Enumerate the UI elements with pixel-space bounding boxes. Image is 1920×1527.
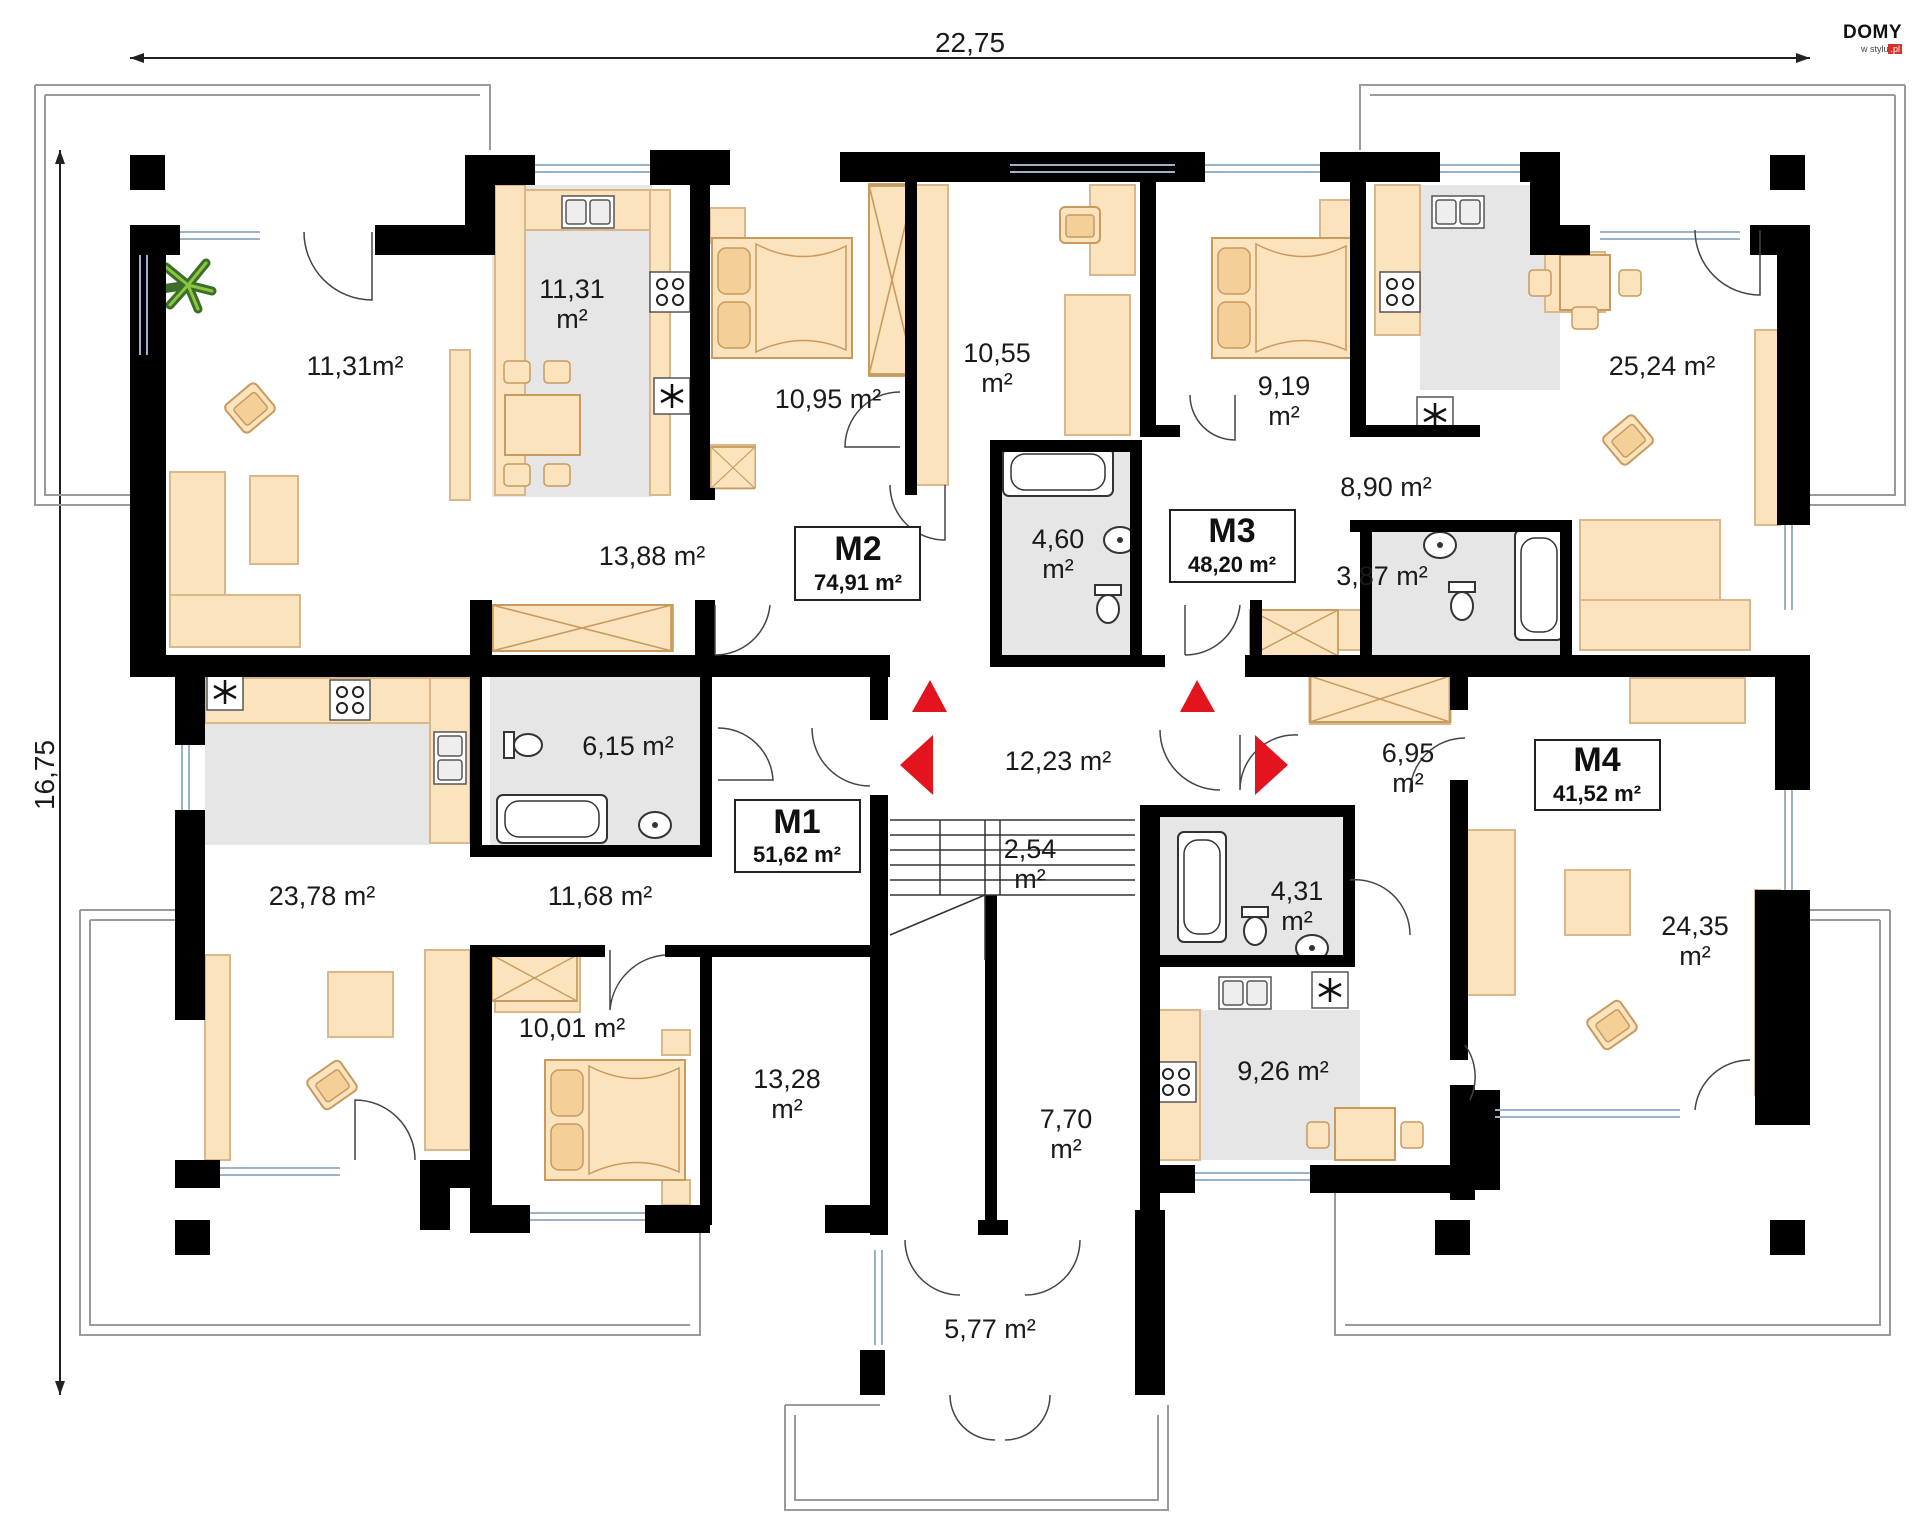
logo-subtext: w stylu.pl <box>1843 44 1902 54</box>
width-dimension-label: 22,75 <box>935 27 1005 58</box>
dining-sets <box>222 206 1656 1161</box>
terraces <box>34 84 1906 1511</box>
room-area: 10,95 m² <box>775 384 882 414</box>
apartment-name: M1 <box>773 803 820 841</box>
stove-icon <box>1155 1061 1197 1103</box>
room-area: 13,88 m² <box>599 541 706 571</box>
room-area: 3,87 m² <box>1336 561 1428 591</box>
apartment-label-m4: M4 41,52 m² <box>1534 739 1661 811</box>
apartment-area: 74,91 m² <box>814 570 902 595</box>
apartment-area: 48,20 m² <box>1188 552 1276 577</box>
apartment-label-m3: M3 48,20 m² <box>1169 509 1296 583</box>
room-area: 23,78 m² <box>269 881 376 911</box>
room-unit: m² <box>1679 941 1710 971</box>
room-unit: m² <box>556 304 587 334</box>
room-area: 6,15 m² <box>582 731 674 761</box>
plant-icon <box>157 258 217 314</box>
room-labels: 11,31m² 11,31 m² 10,95 m² 10,55 m² 9,19 … <box>269 274 1729 1344</box>
sink-icon <box>561 195 615 229</box>
room-unit: m² <box>771 1094 802 1124</box>
apartment-name: M2 <box>834 530 881 568</box>
room-area: 13,28 <box>753 1064 821 1094</box>
room-area: 10,55 <box>963 338 1031 368</box>
arrow-icon <box>1255 735 1288 795</box>
room-area: 4,60 <box>1032 524 1085 554</box>
room-unit: m² <box>981 368 1012 398</box>
apartment-label-m1: M1 51,62 m² <box>734 799 861 873</box>
sink-icon <box>433 731 467 785</box>
sink-icon <box>1218 976 1272 1010</box>
sink-icon <box>1431 195 1485 229</box>
apartment-name: M3 <box>1208 512 1255 550</box>
room-unit: m² <box>1392 768 1423 798</box>
room-area: 5,77 m² <box>944 1314 1036 1344</box>
stove-icon <box>649 271 691 313</box>
depth-dimension: 16,75 <box>29 150 65 1395</box>
stove-icon <box>329 679 371 721</box>
snowflake-icon <box>652 376 692 416</box>
room-unit: m² <box>1268 401 1299 431</box>
room-area: 11,31m² <box>306 351 403 381</box>
apartment-name: M4 <box>1573 741 1620 779</box>
room-area: 12,23 m² <box>1005 746 1112 776</box>
room-unit: m² <box>1050 1134 1081 1164</box>
apartment-label-m2: M2 74,91 m² <box>794 526 921 601</box>
room-area: 9,19 <box>1258 371 1311 401</box>
logo-text: DOMY <box>1843 22 1902 43</box>
room-area: 7,70 <box>1040 1104 1093 1134</box>
brand-logo: DOMY w stylu.pl <box>1843 22 1902 54</box>
room-area: 8,90 m² <box>1340 472 1432 502</box>
logo-tld: .pl <box>1888 44 1902 54</box>
room-unit: m² <box>1281 906 1312 936</box>
apartment-area: 41,52 m² <box>1553 781 1641 806</box>
room-area: 11,31 <box>539 274 605 304</box>
snowflake-icon <box>205 672 245 712</box>
width-dimension: 22,75 <box>130 27 1810 63</box>
room-area: 10,01 m² <box>519 1013 626 1043</box>
room-unit: m² <box>1042 554 1073 584</box>
logo-sub: w stylu <box>1860 44 1889 54</box>
stove-icon <box>1379 271 1421 313</box>
apartment-area: 51,62 m² <box>753 842 841 867</box>
room-area: 4,31 <box>1271 876 1324 906</box>
snowflake-icon <box>1310 970 1350 1010</box>
windows <box>139 164 1793 1345</box>
room-area: 25,24 m² <box>1609 351 1716 381</box>
room-area: 2,54 <box>1004 834 1057 864</box>
walls <box>130 150 1810 1395</box>
depth-dimension-label: 16,75 <box>29 740 60 810</box>
arrow-icon <box>900 735 933 795</box>
room-area: 11,68 m² <box>548 881 653 911</box>
staircase <box>889 819 1135 960</box>
room-area: 9,26 m² <box>1237 1056 1329 1086</box>
arrow-icon <box>1180 680 1215 712</box>
room-area: 6,95 <box>1382 738 1435 768</box>
entrance-arrows <box>900 680 1288 795</box>
arrow-icon <box>912 680 947 712</box>
room-area: 24,35 <box>1661 911 1729 941</box>
room-unit: m² <box>1014 864 1045 894</box>
